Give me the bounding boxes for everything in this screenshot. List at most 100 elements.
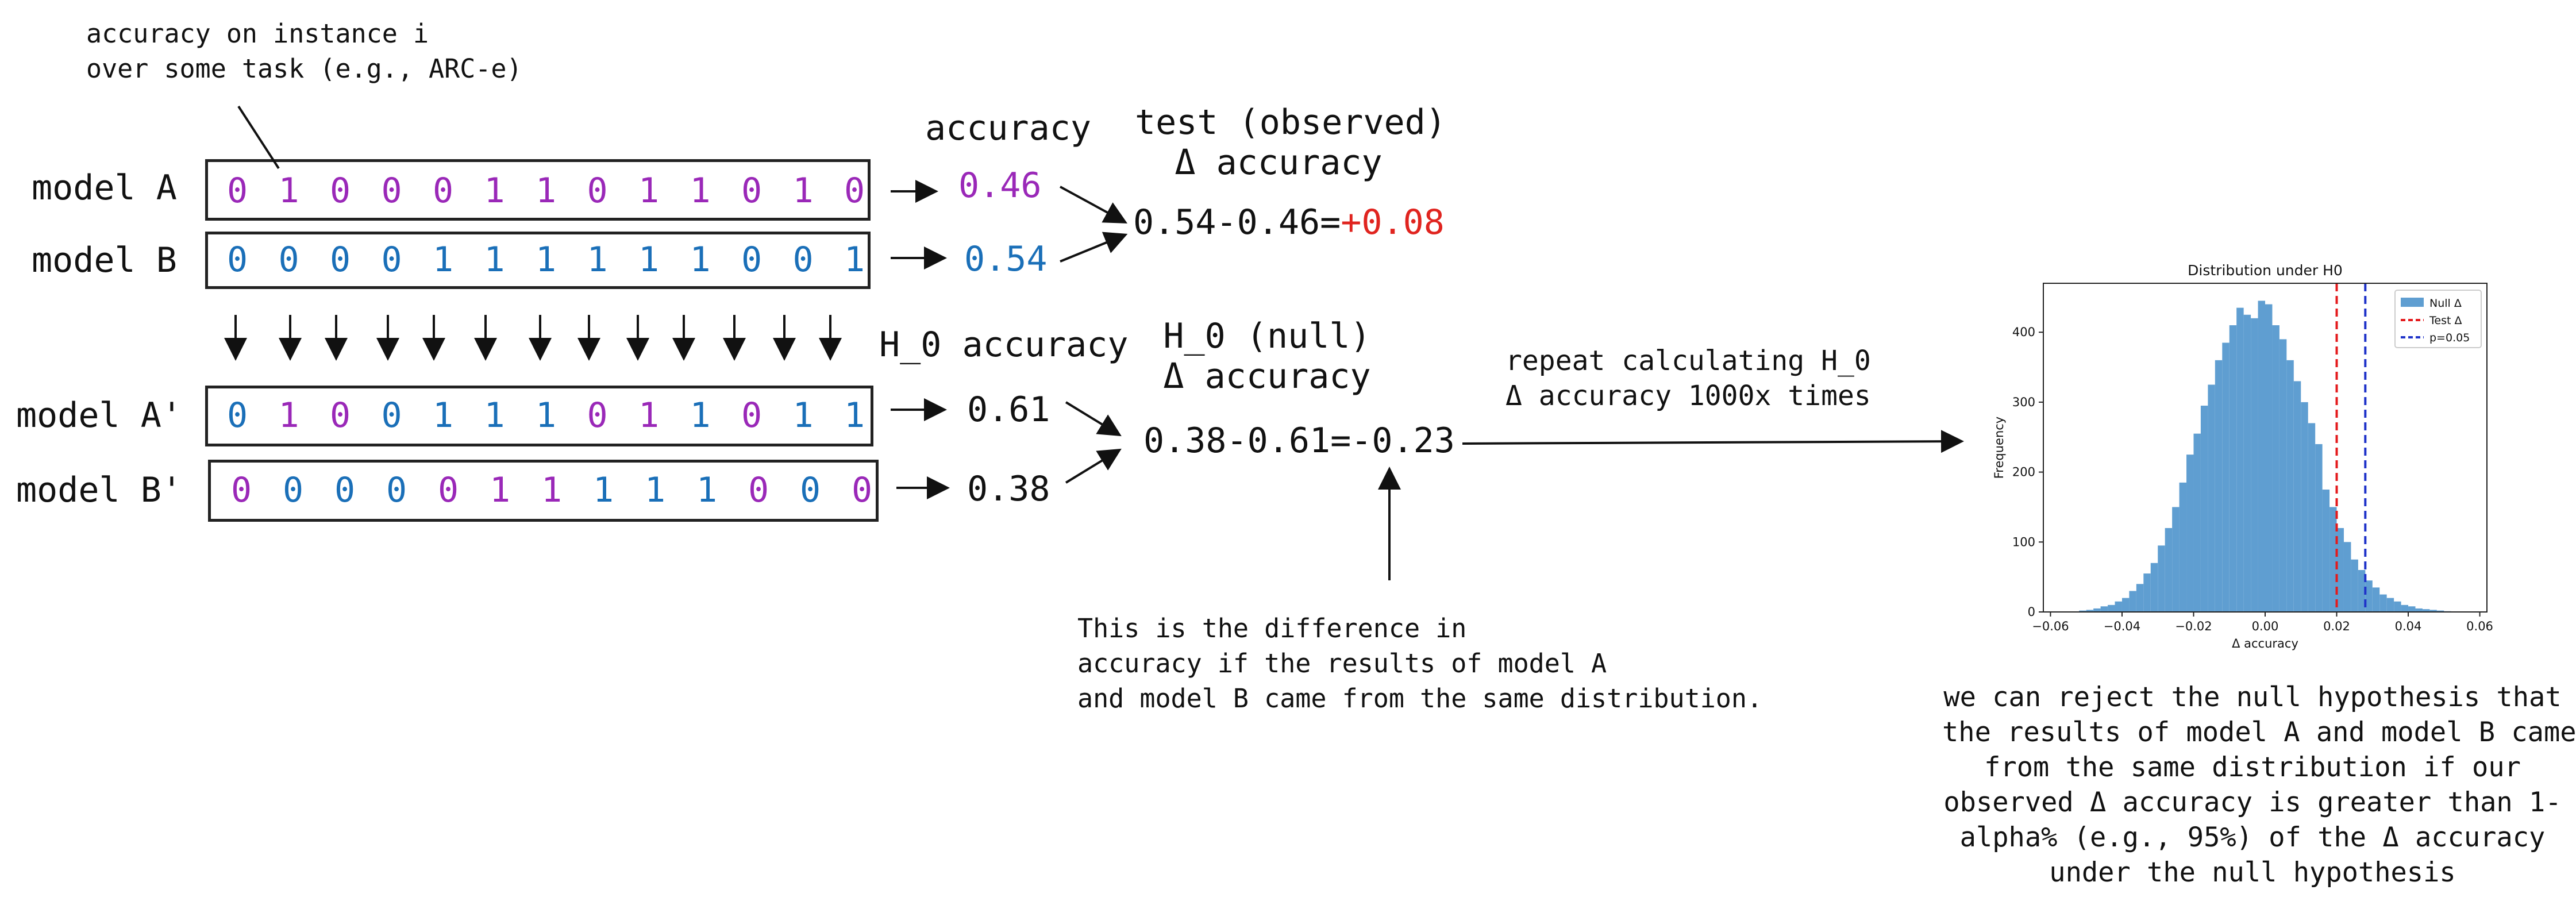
arrow-acc-a-prime-to-null: [1065, 401, 1122, 437]
result-digit: 0: [278, 240, 299, 280]
instance-note-line1: accuracy on instance i: [86, 18, 429, 49]
histogram-bar: [2336, 527, 2344, 612]
y-tick-label: 400: [2012, 325, 2035, 339]
result-digit: 0: [748, 470, 769, 510]
histogram-bar: [2186, 455, 2194, 612]
repeat-note: repeat calculating H_0 Δ accuracy 1000x …: [1505, 344, 1871, 414]
result-digit: 1: [690, 171, 711, 211]
x-tick-label: −0.06: [2032, 619, 2069, 633]
result-digit: 0: [587, 171, 608, 211]
arrow-acc-b-prime-to-null: [1065, 448, 1122, 484]
conclusion-line5: alpha% (e.g., 95%) of the Δ accuracy: [1959, 822, 2546, 853]
histogram-bar: [2315, 444, 2323, 612]
result-digit: 1: [844, 240, 865, 280]
result-digit: 0: [283, 470, 304, 510]
result-digit: 0: [227, 240, 248, 280]
histogram-bar: [2143, 573, 2151, 612]
histogram-bar: [2394, 601, 2401, 612]
result-digit: 1: [638, 240, 660, 280]
model-b-result-box: [205, 232, 871, 289]
result-digit: 0: [227, 395, 248, 436]
result-digit: 0: [844, 171, 865, 211]
accuracy-a-prime-value: 0.61: [967, 390, 1050, 430]
x-tick-label: 0.06: [2466, 619, 2493, 633]
arrow-acc-b-to-test: [1060, 232, 1128, 263]
histogram-bar: [2229, 325, 2237, 612]
result-digit: 0: [800, 470, 821, 510]
y-tick-label: 200: [2012, 465, 2035, 479]
histogram-bar: [2351, 559, 2358, 612]
difference-note-line2: accuracy if the results of model A: [1077, 648, 1607, 679]
histogram-bar: [2121, 598, 2130, 612]
model-b-prime-result-box: [208, 460, 879, 522]
histogram-bar: [2086, 610, 2094, 612]
histogram-bar: [2108, 604, 2115, 612]
null-header-line1: H_0 (null): [1163, 316, 1371, 356]
histogram-bar: [2136, 584, 2144, 612]
histogram-bar: [2415, 608, 2423, 612]
histogram-bar: [2115, 601, 2122, 612]
result-digit: 1: [593, 470, 614, 510]
histogram-bar: [2200, 405, 2208, 612]
accuracy-b-prime-value: 0.38: [967, 469, 1050, 509]
result-digit: 1: [792, 395, 814, 436]
y-axis-label: Frequency: [1992, 417, 2006, 479]
legend-label: p=0.05: [2429, 332, 2470, 344]
result-digit: 0: [381, 240, 402, 280]
instance-note-line2: over some task (e.g., ARC-e): [86, 53, 522, 84]
chart-legend: Null Δ Test Δ p=0.05: [2394, 290, 2482, 348]
histogram-bar: [2365, 580, 2373, 612]
model-b-label: model B: [32, 240, 177, 280]
conclusion-line1: we can reject the null hypothesis that: [1943, 681, 2562, 713]
test-expression-text: 0.54-0.46=: [1133, 202, 1341, 242]
model-a-label: model A: [32, 168, 177, 208]
histogram-bar: [2251, 318, 2258, 612]
x-tick-label: 0.04: [2395, 619, 2422, 633]
result-digit: 1: [587, 240, 608, 280]
histogram-bar: [2236, 307, 2244, 612]
test-header: test (observed) Δ accuracy: [1135, 102, 1446, 183]
accuracy-header: accuracy: [925, 108, 1091, 148]
threshold-lines: [2335, 283, 2367, 612]
result-digit: 1: [638, 171, 660, 211]
null-header-line2: Δ accuracy: [1163, 356, 1371, 396]
y-tick-label: 300: [2012, 395, 2035, 409]
histogram-bar: [2386, 598, 2394, 612]
test-expression: 0.54-0.46=+0.08: [1133, 202, 1445, 242]
result-digit: 1: [690, 240, 711, 280]
histogram-bar: [2301, 402, 2308, 612]
model-a-prime-label: model A': [16, 395, 182, 436]
instance-note: accuracy on instance i over some task (e…: [86, 16, 522, 86]
legend-swatch: [2401, 298, 2424, 307]
result-digit: 0: [587, 395, 608, 436]
conclusion-note: we can reject the null hypothesis that t…: [1942, 680, 2576, 890]
legend-label: Null Δ: [2429, 297, 2462, 310]
h0-accuracy-header: H_0 accuracy: [879, 325, 1129, 365]
histogram-bar: [2422, 609, 2430, 612]
histogram-bar: [2172, 507, 2180, 612]
x-tick-label: 0.00: [2252, 619, 2279, 633]
result-digit: 0: [792, 240, 814, 280]
result-digit: 0: [433, 171, 454, 211]
model-a-result-box: [205, 159, 871, 221]
legend-label: Test Δ: [2429, 314, 2462, 327]
histogram-bar: [2293, 381, 2301, 612]
test-header-line2: Δ accuracy: [1175, 143, 1383, 183]
result-digit: 0: [330, 395, 351, 436]
y-tick-label: 0: [2028, 605, 2035, 619]
result-digit: 0: [381, 395, 402, 436]
difference-note: This is the difference in accuracy if th…: [1077, 611, 1762, 716]
conclusion-line4: observed Δ accuracy is greater than 1-: [1943, 787, 2562, 818]
test-delta-value: +0.08: [1341, 202, 1445, 242]
x-tick-label: 0.02: [2323, 619, 2350, 633]
histogram-bar: [2193, 433, 2201, 612]
histogram-bar: [2408, 606, 2416, 612]
histogram-bar: [2179, 482, 2187, 612]
result-digit: 1: [484, 395, 505, 436]
histogram-bar: [2222, 342, 2230, 612]
difference-note-line3: and model B came from the same distribut…: [1077, 683, 1763, 714]
histogram-bar: [2100, 606, 2108, 612]
result-digit: 1: [541, 470, 563, 510]
instance-pointer-line: [237, 105, 280, 170]
histogram-bar: [2258, 301, 2265, 612]
